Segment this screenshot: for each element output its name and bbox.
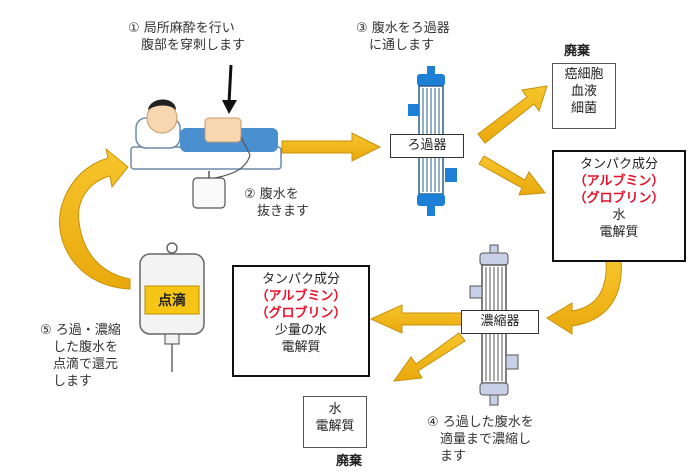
arrow-to-bottom-waste [392,332,466,382]
arrow-to-concentrate-box [369,304,463,334]
protein-heading: タンパク成分 [261,272,340,287]
small-water-text: 少量の水 [274,323,327,338]
step-4-text: ④ ろ過した腹水を 適量まで濃縮し ます [427,415,534,464]
step-1-text: ① 局所麻酔を行い 腹部を穿刺します [128,21,246,53]
step-2-text: ② 腹水を 抜きます [244,187,310,219]
waste-electrolyte-text: 電解質 [315,419,355,434]
drip-bag-illustration [139,242,205,372]
arrow-return [59,147,131,290]
waste-box-top: 癌細胞 血液 細菌 [552,63,616,129]
globulin-text: （グロブリン） [255,306,347,321]
waste-label-top: 廃棄 [564,44,591,59]
concentrator-label: 濃縮器 [461,310,539,334]
arrow-to-concentrator [546,258,622,335]
water-text: 水 [612,208,626,223]
step-3-text: ③ 腹水をろ過器 に通します [356,21,450,53]
arrow-to-waste [477,85,548,144]
electrolyte-text: 電解質 [281,340,321,355]
arrow-to-protein [478,155,546,196]
drip-label: 点滴 [158,293,186,309]
waste-label-bottom: 廃棄 [336,454,363,469]
albumin-text: （アルブミン） [573,174,665,189]
waste-water-text: 水 [328,402,342,417]
waste-item-2: 血液 [570,84,597,99]
step-5-text: ⑤ ろ過・濃縮 した腹水を 点滴で還元 します [40,323,121,389]
protein-box-left: タンパク成分 （アルブミン） （グロブリン） 少量の水 電解質 [232,265,370,377]
waste-item-1: 癌細胞 [564,67,604,82]
filter-label: ろ過器 [390,134,464,158]
protein-heading: タンパク成分 [579,157,658,172]
arrow-to-filter [281,132,382,162]
needle-arrow [227,64,233,104]
electrolyte-text: 電解質 [599,225,639,240]
globulin-text: （グロブリン） [573,191,665,206]
waste-box-bottom: 水 電解質 [303,396,367,448]
protein-box-right: タンパク成分 （アルブミン） （グロブリン） 水 電解質 [552,150,686,262]
waste-item-3: 細菌 [570,101,597,116]
patient-illustration [130,99,282,209]
albumin-text: （アルブミン） [255,289,347,304]
